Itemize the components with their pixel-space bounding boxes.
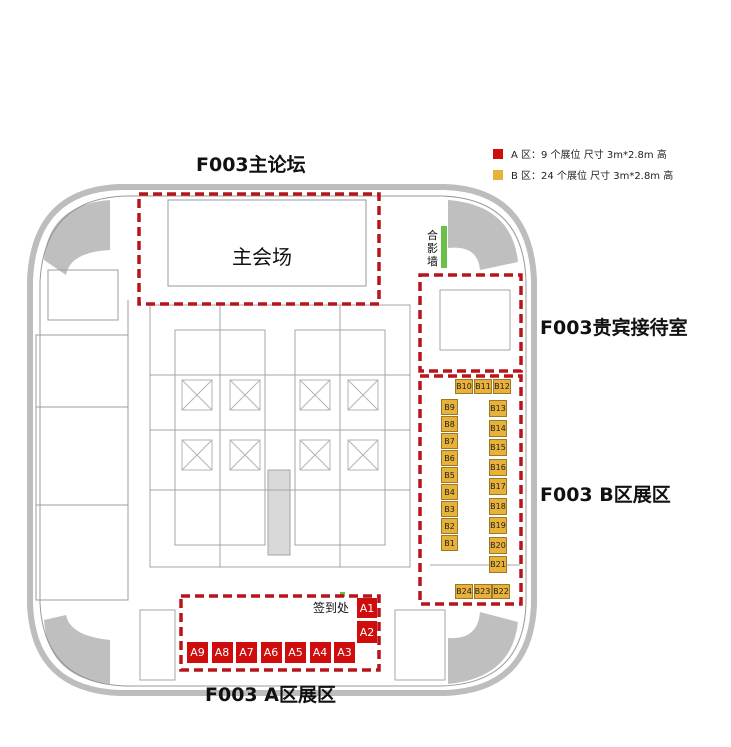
booth-b19[interactable]: B19 xyxy=(489,517,507,534)
booth-b14[interactable]: B14 xyxy=(489,419,507,437)
corner-nw xyxy=(44,200,110,275)
booth-b2[interactable]: B2 xyxy=(441,518,458,534)
booth-a4[interactable]: A4 xyxy=(309,642,331,663)
booth-b15[interactable]: B15 xyxy=(489,439,507,456)
building-outline xyxy=(27,184,537,696)
legend-b: B 区：24 个展位 尺寸 3m*2.8m 高 xyxy=(493,167,673,182)
booth-a6[interactable]: A6 xyxy=(260,642,282,663)
photo-wall-label: 合影墙 xyxy=(427,229,438,268)
booth-b22[interactable]: B22 xyxy=(492,584,510,599)
booth-a1[interactable]: A1 xyxy=(357,598,377,618)
booth-b4[interactable]: B4 xyxy=(441,484,458,500)
signin-label: 签到处 xyxy=(313,601,350,615)
booth-a3[interactable]: A3 xyxy=(334,642,355,663)
booth-b9[interactable]: B9 xyxy=(441,399,458,415)
legend-a: A 区：9 个展位 尺寸 3m*2.8m 高 xyxy=(493,146,667,161)
zone-b xyxy=(418,374,523,606)
legend-swatch-b xyxy=(493,169,503,180)
zone-b-title: F003 B区展区 xyxy=(540,484,671,506)
legend-text-a: A 区：9 个展位 尺寸 3m*2.8m 高 xyxy=(511,150,667,161)
booth-a2[interactable]: A2 xyxy=(357,621,377,643)
booth-b17[interactable]: B17 xyxy=(489,478,507,495)
corner-sw xyxy=(44,615,110,684)
zone-a xyxy=(179,594,381,672)
booth-a8[interactable]: A8 xyxy=(211,642,233,663)
main-hall-label: 主会场 xyxy=(232,245,292,269)
booth-b18[interactable]: B18 xyxy=(489,497,507,515)
booth-b20[interactable]: B20 xyxy=(489,536,507,554)
booth-b5[interactable]: B5 xyxy=(441,467,458,483)
booth-b23[interactable]: B23 xyxy=(473,584,492,599)
corner-se xyxy=(448,612,518,684)
booth-b10[interactable]: B10 xyxy=(455,379,473,394)
zone-main-forum xyxy=(137,192,381,306)
photo-wall-bar xyxy=(441,226,447,268)
booth-b3[interactable]: B3 xyxy=(441,501,458,517)
booth-b21[interactable]: B21 xyxy=(489,556,507,573)
booth-a5[interactable]: A5 xyxy=(285,642,306,663)
zone-a-title: F003 A区展区 xyxy=(205,684,336,706)
legend-text-b: B 区：24 个展位 尺寸 3m*2.8m 高 xyxy=(511,171,674,182)
booth-a9[interactable]: A9 xyxy=(187,642,208,663)
zone-vip-room xyxy=(418,273,523,373)
booth-b8[interactable]: B8 xyxy=(441,416,458,432)
legend-swatch-a xyxy=(493,148,503,159)
booth-b7[interactable]: B7 xyxy=(441,433,458,449)
main-forum-title: F003主论坛 xyxy=(196,154,306,176)
booth-b16[interactable]: B16 xyxy=(489,458,507,476)
booth-a7[interactable]: A7 xyxy=(236,642,257,663)
booth-b1[interactable]: B1 xyxy=(441,535,458,551)
booth-b13[interactable]: B13 xyxy=(489,400,507,417)
booth-b6[interactable]: B6 xyxy=(441,450,458,466)
booth-b12[interactable]: B12 xyxy=(493,379,511,394)
booth-b24[interactable]: B24 xyxy=(455,584,473,599)
booth-b11[interactable]: B11 xyxy=(474,379,492,394)
vip-room-title: F003贵宾接待室 xyxy=(540,317,688,339)
corner-ne xyxy=(448,200,518,270)
